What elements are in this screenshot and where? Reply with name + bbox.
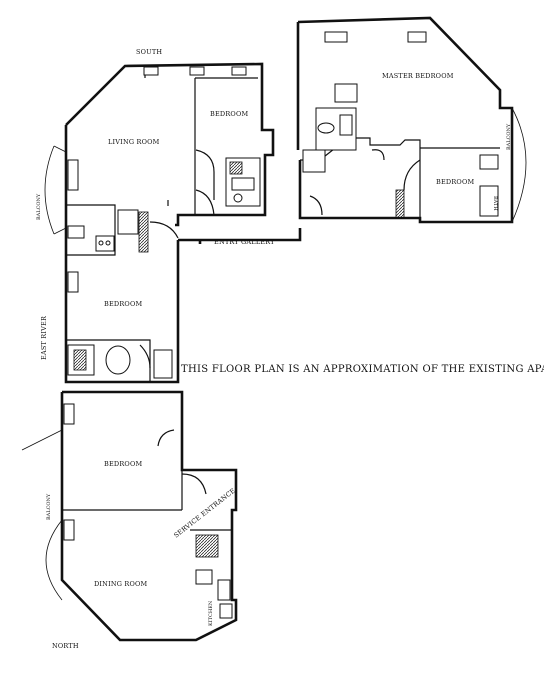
dining-room-label: DINING ROOM	[94, 580, 148, 588]
bedroom-middle-label: BEDROOM	[104, 300, 142, 308]
entry-gallery-label: ENTRY GALLERY	[214, 238, 275, 246]
balcony-left-lower-label: BALCONY	[46, 493, 52, 520]
bedroom-right-label: BEDROOM	[436, 178, 474, 186]
corridor	[176, 228, 302, 360]
balcony-right-upper-label: BALCONY	[506, 123, 512, 150]
lower-wing	[21, 390, 238, 642]
east-river-label: EAST RIVER	[40, 315, 48, 360]
compass-south-label: SOUTH	[136, 48, 162, 56]
bedroom-lower-label: BEDROOM	[104, 460, 142, 468]
kitchen-label: KITCHEN	[208, 600, 214, 626]
middle-bedroom-wing	[64, 265, 180, 384]
master-bedroom-label: MASTER BEDROOM	[382, 72, 454, 80]
balcony-left-upper-label: BALCONY	[36, 193, 42, 220]
disclaimer-text: THIS FLOOR PLAN IS AN APPROXIMATION OF T…	[181, 364, 544, 375]
master-wing	[296, 16, 527, 224]
compass-north-label: NORTH	[52, 642, 79, 650]
bath-label: BATH	[492, 196, 498, 211]
bedroom-top-label: BEDROOM	[210, 110, 248, 118]
living-room-label: LIVING ROOM	[108, 138, 160, 146]
living-wing	[44, 62, 275, 265]
